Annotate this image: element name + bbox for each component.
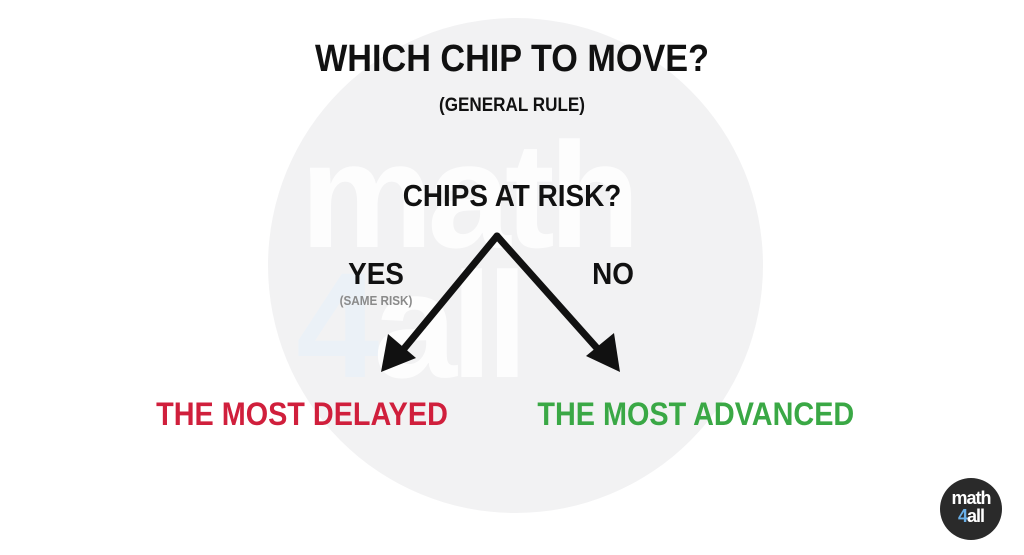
logo-word-all: all (967, 506, 985, 526)
watermark-word: all (373, 241, 528, 409)
branch-no-label: NO (592, 256, 634, 291)
watermark-circle (268, 18, 763, 513)
arrow-yes-head (381, 334, 416, 372)
outcome-most-delayed: THE MOST DELAYED (156, 396, 448, 432)
math4all-logo: math 4all (940, 478, 1002, 540)
branch-yes-note: (SAME RISK) (339, 293, 413, 308)
outcome-most-advanced: THE MOST ADVANCED (537, 396, 855, 432)
branch-yes-label: YES (348, 256, 404, 291)
watermark-logo-text-bottom: 4all (296, 250, 528, 400)
diagram-subtitle: (GENERAL RULE) (439, 95, 585, 116)
arrow-no-head (586, 333, 620, 372)
logo-digit: 4 (957, 506, 968, 526)
logo-word-math: math (951, 488, 991, 508)
watermark-digit: 4 (296, 241, 379, 409)
arrow-no (493, 232, 608, 360)
diagram-title: WHICH CHIP TO MOVE? (315, 38, 709, 80)
watermark-logo-text: math (300, 111, 640, 279)
arrow-yes (394, 232, 501, 360)
decision-question: CHIPS AT RISK? (402, 178, 622, 213)
logo-word-4all: 4all (940, 507, 1002, 525)
